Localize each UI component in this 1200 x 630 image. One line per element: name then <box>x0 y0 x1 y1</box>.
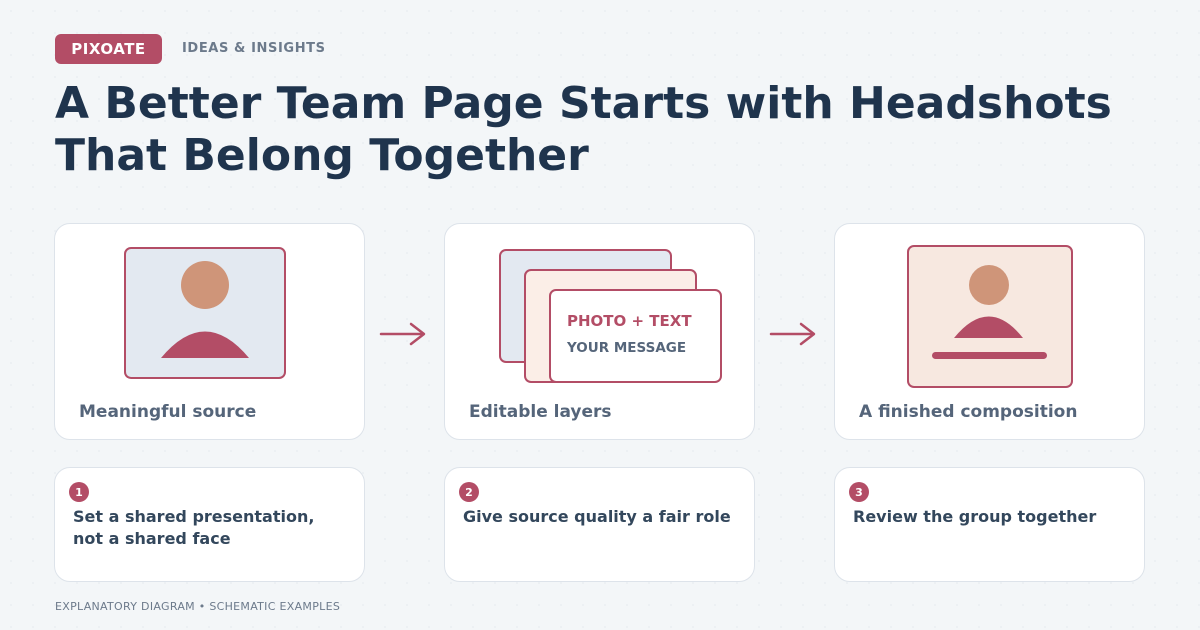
arrow-right-icon <box>379 318 427 350</box>
brand-badge[interactable]: PIXOATE <box>55 34 162 64</box>
card-label: Meaningful source <box>79 402 257 422</box>
card-meaningful-source: Meaningful source <box>54 223 365 440</box>
page-title: A Better Team Page Starts with Headshots… <box>55 78 1112 181</box>
person-portrait-icon <box>124 247 286 379</box>
layer-text-primary: PHOTO + TEXT <box>567 312 692 330</box>
card-label: Editable layers <box>469 402 612 422</box>
card-label: A finished composition <box>859 402 1078 422</box>
step-text: Give source quality a fair role <box>463 507 731 526</box>
layers-icon: PHOTO + TEXT YOUR MESSAGE <box>499 249 722 383</box>
composed-portrait-icon <box>907 245 1073 388</box>
layer-text-secondary: YOUR MESSAGE <box>566 340 686 356</box>
step-card-1: 1 Set a shared presentation, not a share… <box>54 467 365 582</box>
arrow-right-icon <box>769 318 817 350</box>
footer-caption: EXPLANATORY DIAGRAM • SCHEMATIC EXAMPLES <box>55 600 341 613</box>
card-finished-composition: A finished composition <box>834 223 1145 440</box>
step-card-3: 3 Review the group together <box>834 467 1145 582</box>
section-eyebrow: IDEAS & INSIGHTS <box>182 41 326 56</box>
step-card-2: 2 Give source quality a fair role <box>444 467 755 582</box>
step-text: Review the group together <box>853 507 1097 526</box>
card-editable-layers: PHOTO + TEXT YOUR MESSAGE Editable layer… <box>444 223 755 440</box>
step-number: 1 <box>69 482 89 502</box>
step-number: 3 <box>849 482 869 502</box>
step-number: 2 <box>459 482 479 502</box>
step-text: Set a shared presentation, not a shared … <box>73 507 315 548</box>
